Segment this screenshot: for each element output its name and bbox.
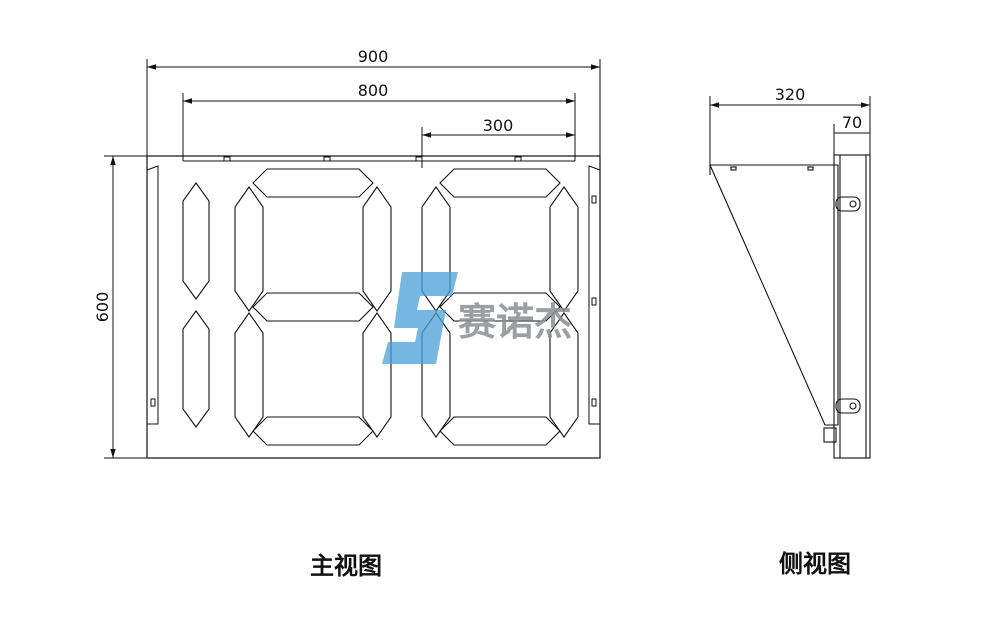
digit-eight-left: [234, 168, 392, 446]
brand-name: 赛诺杰: [458, 300, 572, 344]
mounting-holes: [223, 156, 522, 162]
dimension-300: [421, 127, 576, 168]
dim-label-300: 300: [483, 116, 514, 135]
cabinet-body: [823, 154, 871, 459]
dimension-800: [182, 93, 576, 161]
brand-watermark: 赛诺杰: [382, 272, 572, 364]
front-view-caption: 主视图: [310, 552, 382, 580]
front-view: 900 800 300 600 赛诺杰: [93, 47, 601, 459]
side-brackets: [146, 165, 601, 425]
dim-label-70: 70: [842, 113, 862, 132]
triangular-bracket: [709, 164, 839, 426]
dimension-900: [146, 59, 601, 156]
segment-lower: [182, 310, 210, 428]
dimension-600: [104, 155, 147, 459]
dimension-70: [833, 124, 871, 155]
dim-label-900: 900: [358, 47, 389, 66]
digit-one: [182, 182, 210, 428]
dim-label-600: 600: [93, 292, 112, 323]
side-view: 320 70: [709, 85, 871, 459]
dim-label-800: 800: [358, 81, 389, 100]
front-frame: [146, 155, 601, 459]
brand-logo-icon: [382, 272, 458, 364]
side-view-caption: 侧视图: [779, 550, 851, 578]
dim-label-320: 320: [775, 85, 806, 104]
segment-upper: [182, 182, 210, 300]
